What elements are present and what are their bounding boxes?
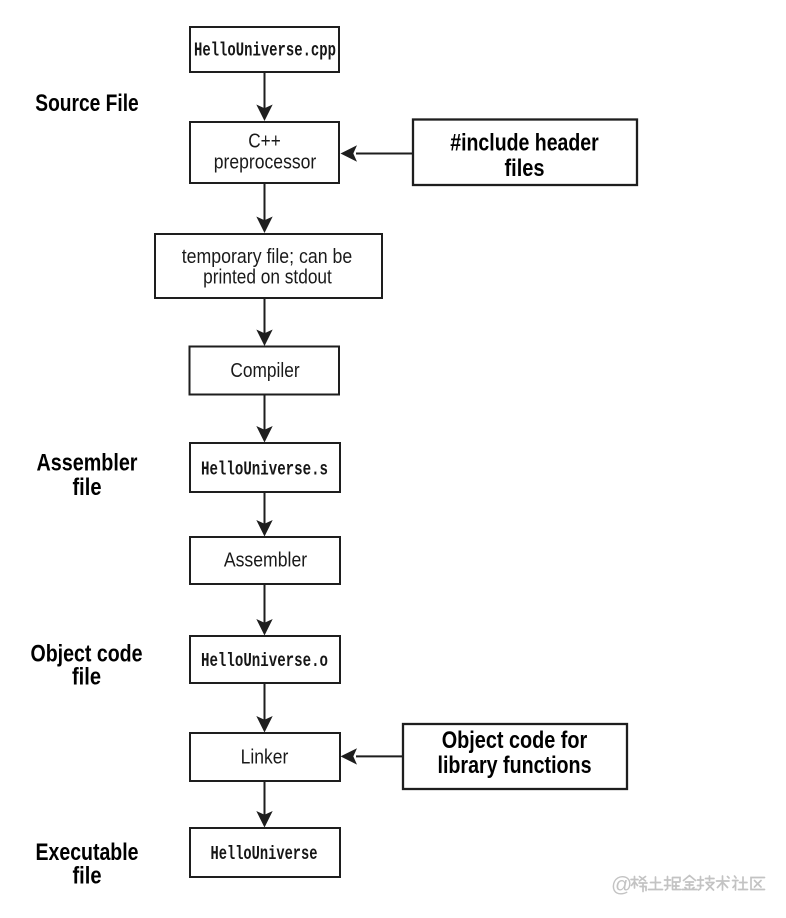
svg-text:Source File: Source File [35,90,138,117]
svg-text:library functions: library functions [438,752,592,779]
svg-text:preprocessor: preprocessor [214,152,317,174]
svg-text:@: @ [611,874,632,897]
svg-text:files: files [505,155,545,182]
svg-text:Assembler: Assembler [224,550,308,572]
svg-text:HelloUniverse: HelloUniverse [211,843,318,865]
svg-text:Object code: Object code [31,641,143,668]
svg-text:#include header: #include header [450,130,599,157]
svg-text:Compiler: Compiler [230,360,299,382]
svg-text:printed on stdout: printed on stdout [203,266,332,288]
svg-text:Assembler: Assembler [37,450,138,477]
svg-text:HelloUniverse.o: HelloUniverse.o [201,650,328,672]
svg-text:file: file [72,663,101,690]
svg-text:Linker: Linker [241,747,289,769]
svg-text:C++: C++ [248,131,281,153]
svg-text:HelloUniverse.cpp: HelloUniverse.cpp [194,39,336,61]
svg-text:HelloUniverse.s: HelloUniverse.s [201,458,328,480]
svg-text:file: file [73,474,102,501]
svg-text:temporary file; can be: temporary file; can be [182,246,353,268]
svg-text:file: file [73,863,102,890]
svg-text:Executable: Executable [36,839,139,866]
svg-text:Object code for: Object code for [442,727,588,754]
